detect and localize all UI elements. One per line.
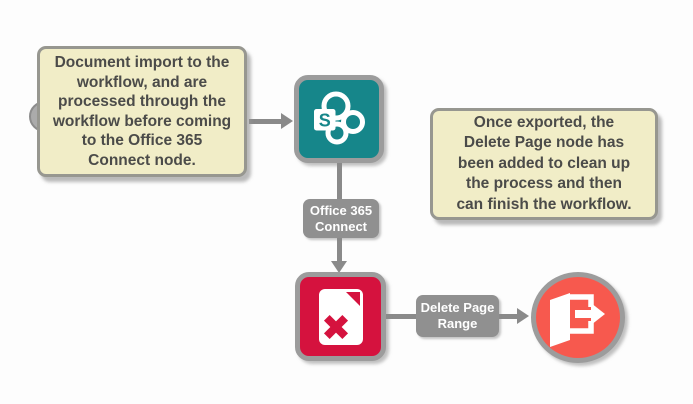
office365-connect-label-text: Office 365 Connect [309,202,373,234]
office365-connect-label[interactable]: Office 365 Connect [303,199,379,238]
callout-note-import: Document import to the workflow, and are… [37,46,247,177]
delete-page-range-label-text: Delete Page Range [420,300,495,331]
arrowhead-down-icon [331,261,347,273]
callout-note-export: Once exported, the Delete Page node has … [430,108,658,220]
workflow-exit-node[interactable] [531,272,625,363]
callout-note-export-text: Once exported, the Delete Page node has … [456,113,632,213]
exit-door-arrow-icon [550,293,605,347]
delete-page-node[interactable] [295,272,386,361]
connector-note-to-sharepoint [249,119,283,124]
arrowhead-right-icon [517,308,529,324]
callout-note-import-text: Document import to the workflow, and are… [52,54,232,169]
document-delete-x-icon [318,288,363,345]
office365-connect-node[interactable]: S [294,75,384,163]
delete-page-range-label[interactable]: Delete Page Range [416,295,499,337]
sharepoint-s-monogram: S [319,111,331,131]
arrowhead-right-icon [281,113,293,129]
sharepoint-logo-icon: S [314,91,365,145]
